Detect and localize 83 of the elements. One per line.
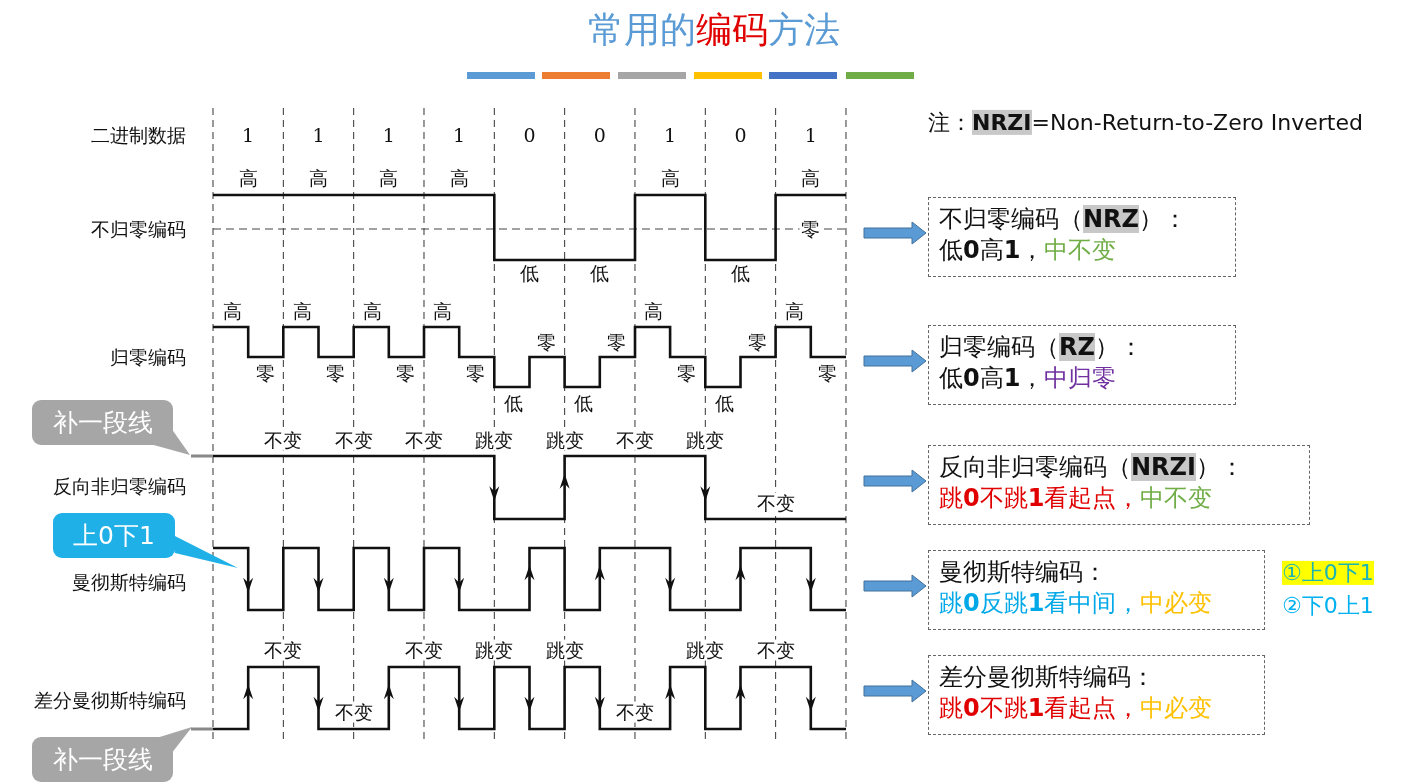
transition-label: 不变 (404, 429, 444, 451)
block-arrow (863, 574, 927, 598)
explanation-box (928, 197, 1236, 277)
bit-label: 1 (242, 124, 255, 146)
level-label: 低 (503, 392, 523, 414)
box-text: 跳0反跳1看中间，中必变 (939, 588, 1214, 620)
box-text: 低0高1，中不变 (939, 235, 1118, 267)
level-label: 高 (379, 167, 399, 189)
transition-label: 不变 (614, 429, 655, 451)
level-label: 高 (222, 300, 242, 322)
transition-label: 跳变 (474, 429, 515, 451)
block-arrow (863, 349, 927, 373)
level-label: 高 (238, 167, 258, 189)
level-label: 低 (520, 262, 539, 284)
level-label: 零 (466, 362, 486, 384)
transition-label: 跳变 (685, 429, 726, 451)
level-label: 低 (590, 262, 610, 284)
level-label: 高 (449, 167, 469, 189)
transition-label: 不变 (333, 429, 374, 451)
level-label: 零 (325, 362, 345, 384)
transition-label: 不变 (404, 639, 444, 661)
bit-label: 1 (382, 124, 395, 146)
level-label: 低 (714, 392, 734, 414)
box-text: 跳0不跳1看起点，中必变 (939, 693, 1214, 725)
box-text: 跳0不跳1看起点，中不变 (939, 483, 1214, 515)
box-heading: 归零编码（RZ）： (939, 332, 1144, 363)
transition-label: 不变 (263, 429, 304, 451)
block-arrow (863, 679, 927, 703)
callout-bubble: 上0下1 (51, 511, 241, 571)
bit-label: 1 (664, 124, 677, 146)
transition-label: 不变 (333, 701, 374, 723)
explanation-box (928, 325, 1236, 405)
bit-label: 1 (312, 124, 325, 146)
level-label: 低 (730, 262, 750, 284)
level-label: 零 (747, 331, 767, 353)
level-label: 高 (801, 167, 821, 189)
row-label: 不归零编码 (91, 218, 186, 240)
transition-label: 不变 (263, 639, 304, 661)
level-label: 零 (255, 362, 275, 384)
level-label: 高 (309, 167, 328, 189)
bit-label: 1 (453, 124, 466, 146)
level-label: 高 (292, 300, 312, 322)
hint-text: ①上0下1 (1282, 560, 1374, 586)
transition-label: 不变 (614, 701, 655, 723)
note: 注：NRZI=Non-Return-to-Zero Inverted (928, 110, 1363, 136)
level-label: 高 (644, 300, 664, 322)
box-heading: 曼彻斯特编码： (939, 557, 1108, 588)
title: 常用的编码方法 (587, 8, 841, 52)
transition-label: 跳变 (544, 639, 585, 661)
level-label: 零 (396, 362, 416, 384)
level-label: 零 (818, 362, 838, 384)
level-label: 零 (799, 218, 821, 240)
block-arrow (863, 221, 927, 245)
block-arrow (863, 469, 927, 493)
box-heading: 差分曼彻斯特编码： (939, 662, 1156, 693)
row-label: 二进制数据 (91, 124, 186, 146)
level-label: 低 (574, 392, 594, 414)
level-label: 零 (677, 362, 697, 384)
explanation-box (928, 550, 1265, 630)
level-label: 高 (433, 300, 453, 322)
bit-label: 0 (523, 124, 536, 146)
bit-label: 0 (734, 124, 747, 146)
explanation-box (928, 445, 1310, 525)
level-label: 零 (536, 331, 556, 353)
level-label: 高 (785, 300, 805, 322)
hint-text: ②下0上1 (1282, 593, 1374, 619)
row-label: 差分曼彻斯特编码 (34, 689, 186, 711)
bit-label: 0 (593, 124, 606, 146)
explanation-box (928, 655, 1265, 735)
level-label: 高 (363, 300, 383, 322)
row-label: 归零编码 (110, 346, 186, 368)
level-label: 高 (660, 167, 680, 189)
box-text: 低0高1，中归零 (939, 363, 1118, 395)
box-heading: 不归零编码（NRZ）： (939, 204, 1188, 235)
transition-label: 跳变 (544, 429, 585, 451)
transition-label: 不变 (755, 639, 796, 661)
transition-label: 跳变 (685, 639, 726, 661)
box-heading: 反向非归零编码（NRZI）： (939, 452, 1245, 483)
level-label: 零 (607, 331, 627, 353)
transition-label: 不变 (755, 492, 796, 514)
bit-label: 1 (804, 124, 817, 146)
transition-label: 跳变 (474, 639, 515, 661)
row-label: 反向非归零编码 (53, 475, 186, 497)
